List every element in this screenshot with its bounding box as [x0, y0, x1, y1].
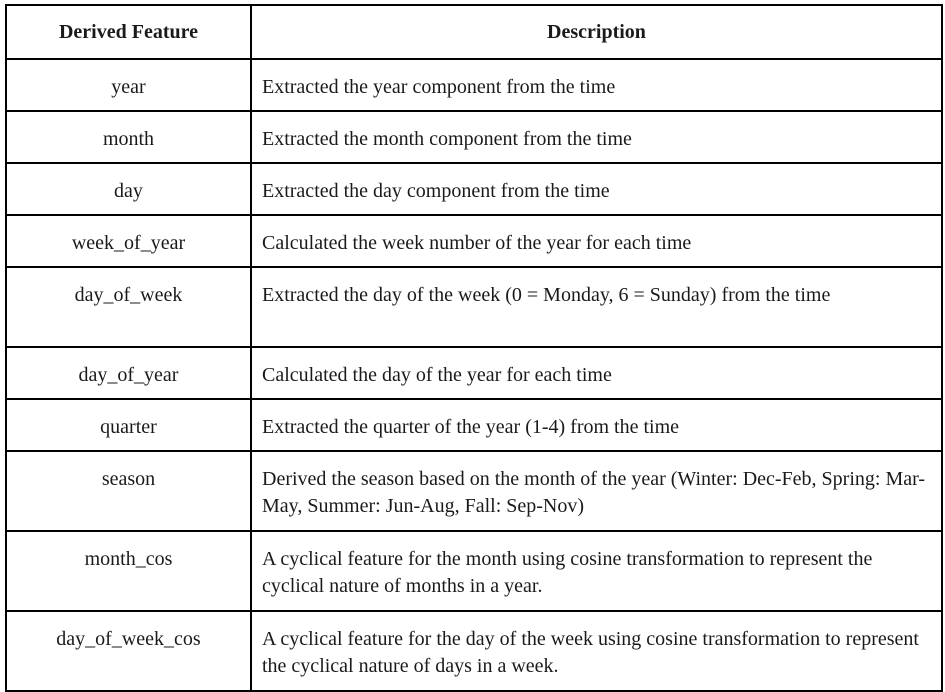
table-row: day_of_week_cos A cyclical feature for t…: [5, 610, 943, 692]
table-row: season Derived the season based on the m…: [5, 450, 943, 532]
description-cell: A cyclical feature for the day of the we…: [250, 610, 943, 692]
table-row: day_of_week Extracted the day of the wee…: [5, 266, 943, 348]
feature-cell: year: [5, 58, 252, 112]
description-cell: Extracted the quarter of the year (1-4) …: [250, 398, 943, 452]
description-cell: Derived the season based on the month of…: [250, 450, 943, 532]
description-cell: Calculated the day of the year for each …: [250, 346, 943, 400]
derived-features-table: Derived Feature Description year Extract…: [5, 4, 943, 692]
description-cell: A cyclical feature for the month using c…: [250, 530, 943, 612]
description-cell: Extracted the year component from the ti…: [250, 58, 943, 112]
description-cell: Calculated the week number of the year f…: [250, 214, 943, 268]
feature-cell: day: [5, 162, 252, 216]
feature-cell: month_cos: [5, 530, 252, 612]
table-row: month_cos A cyclical feature for the mon…: [5, 530, 943, 612]
header-derived-feature: Derived Feature: [5, 4, 252, 60]
table-row: year Extracted the year component from t…: [5, 58, 943, 112]
feature-cell: day_of_week: [5, 266, 252, 348]
description-cell: Extracted the day of the week (0 = Monda…: [250, 266, 943, 348]
table-row: month Extracted the month component from…: [5, 110, 943, 164]
feature-cell: quarter: [5, 398, 252, 452]
description-cell: Extracted the month component from the t…: [250, 110, 943, 164]
table-header-row: Derived Feature Description: [5, 4, 943, 60]
description-cell: Extracted the day component from the tim…: [250, 162, 943, 216]
table-row: day Extracted the day component from the…: [5, 162, 943, 216]
table-row: day_of_year Calculated the day of the ye…: [5, 346, 943, 400]
feature-cell: day_of_year: [5, 346, 252, 400]
feature-cell: week_of_year: [5, 214, 252, 268]
table-row: week_of_year Calculated the week number …: [5, 214, 943, 268]
feature-cell: month: [5, 110, 252, 164]
table-row: quarter Extracted the quarter of the yea…: [5, 398, 943, 452]
feature-cell: day_of_week_cos: [5, 610, 252, 692]
feature-cell: season: [5, 450, 252, 532]
header-description: Description: [250, 4, 943, 60]
